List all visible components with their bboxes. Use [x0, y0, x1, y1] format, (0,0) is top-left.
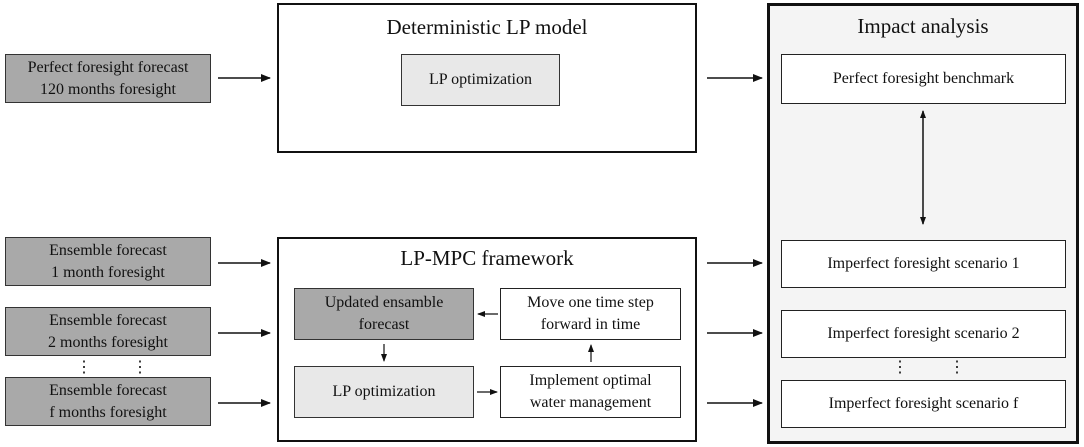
move-time-step-line2: forward in time	[540, 316, 641, 333]
imperfect-scenario-1: Imperfect foresight scenario 1	[781, 240, 1066, 288]
scenario-ellipsis-left: ⋮	[892, 359, 908, 376]
input-ensemble-2: Ensemble forecast 2 months foresight	[5, 307, 211, 356]
move-time-step: Move one time step forward in time	[500, 288, 681, 340]
scenario-2-label: Imperfect foresight scenario 2	[827, 325, 1020, 342]
deterministic-lp-optimization-label: LP optimization	[429, 71, 532, 88]
impact-analysis-title: Impact analysis	[857, 14, 989, 38]
mpc-lp-optimization-label: LP optimization	[332, 383, 436, 400]
perfect-foresight-benchmark: Perfect foresight benchmark	[781, 54, 1066, 104]
deterministic-lp-optimization: LP optimization	[401, 54, 560, 106]
input-ellipsis-left: ⋮	[76, 359, 92, 376]
input-ens1-line2: 1 month foresight	[51, 263, 165, 281]
scenario-ellipsis-right: ⋮	[949, 359, 965, 376]
implement-line1: Implement optimal	[529, 372, 652, 389]
lp-mpc-title: LP-MPC framework	[400, 246, 574, 270]
move-time-step-line1: Move one time step	[527, 294, 654, 311]
updated-ensemble-line1: Updated ensamble	[324, 294, 444, 311]
input-ensemble-f: Ensemble forecast f months foresight	[5, 377, 211, 426]
input-ens1-line1: Ensemble forecast	[49, 241, 167, 259]
input-perfect-line1: Perfect foresight forecast	[27, 58, 189, 76]
input-ens2-line1: Ensemble forecast	[49, 311, 167, 329]
input-perfect-foresight: Perfect foresight forecast 120 months fo…	[5, 54, 211, 103]
imperfect-scenario-2: Imperfect foresight scenario 2	[781, 310, 1066, 358]
updated-ensemble-forecast: Updated ensamble forecast	[294, 288, 474, 340]
updated-ensemble-line2: forecast	[358, 316, 410, 333]
input-ensemble-1: Ensemble forecast 1 month foresight	[5, 237, 211, 286]
input-ellipsis-right: ⋮	[132, 359, 148, 376]
implement-line2: water management	[529, 394, 652, 411]
mpc-lp-optimization: LP optimization	[294, 366, 474, 418]
scenario-f-label: Imperfect foresight scenario f	[828, 395, 1019, 412]
input-ens2-line2: 2 months foresight	[48, 333, 168, 351]
benchmark-label: Perfect foresight benchmark	[832, 70, 1015, 87]
input-ensf-line2: f months foresight	[49, 403, 167, 421]
deterministic-lp-title: Deterministic LP model	[386, 15, 588, 39]
implement-water-management: Implement optimal water management	[500, 366, 681, 418]
input-ensf-line1: Ensemble forecast	[49, 381, 167, 399]
imperfect-scenario-f: Imperfect foresight scenario f	[781, 380, 1066, 428]
input-perfect-line2: 120 months foresight	[40, 80, 176, 98]
scenario-1-label: Imperfect foresight scenario 1	[827, 255, 1020, 272]
